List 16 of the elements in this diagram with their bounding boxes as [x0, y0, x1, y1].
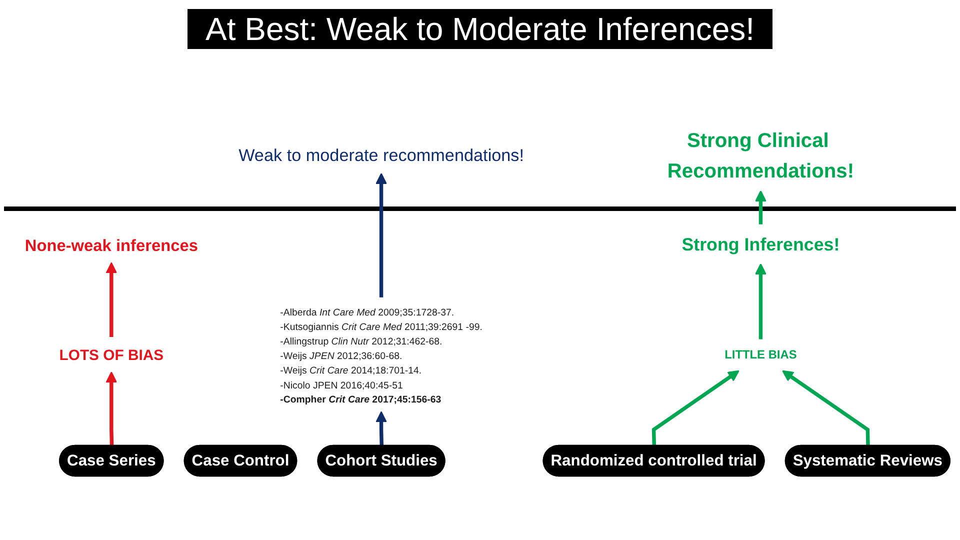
arrow [754, 263, 766, 340]
node-text: LITTLE BIAS [724, 348, 797, 362]
arrow [106, 262, 118, 338]
arrow [652, 370, 740, 446]
node-text: Strong Clinical Recommendations! [667, 128, 854, 182]
title: At Best: Weak to Moderate Inferences! [188, 9, 772, 49]
arrow [782, 370, 870, 446]
arrow [106, 372, 118, 446]
node-text: None-weak inferences [24, 236, 198, 255]
node-text: -Alberda Int Care Med 2009;35:1728-37. -Kutsogiannis Crit Care Med 2011;39:2691 -99. -Allingstrup Clin Nutr 2012;31:462-68. -Weijs JPEN 2012;36:60-68. -Weijs Crit Care 2014;18:701-14. -Nicolo JPEN 2016;40:45-51 -Compher Crit Care 2017;45:156-63 [280, 306, 482, 405]
arrow [376, 172, 388, 298]
arrow [376, 411, 388, 446]
node-text: LOTS OF BIAS [59, 347, 164, 364]
node-text: Weak to moderate recommendations! [238, 146, 524, 165]
arrow [754, 190, 766, 224]
node-text: Strong Inferences! [682, 234, 840, 255]
